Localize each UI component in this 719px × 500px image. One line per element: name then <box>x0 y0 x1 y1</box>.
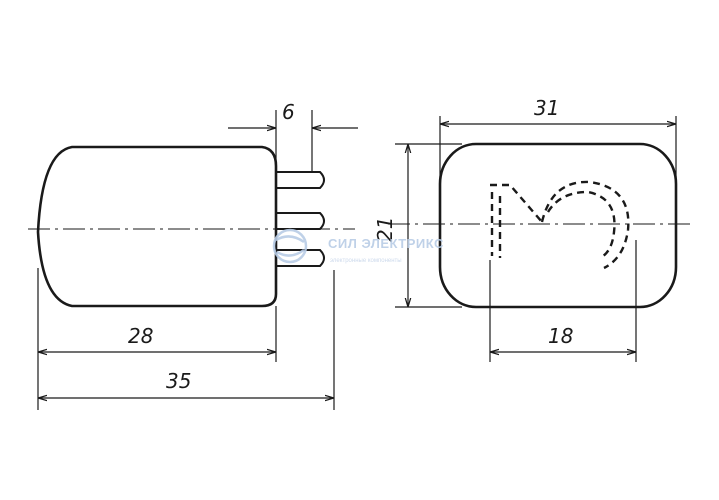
watermark-brand: СИЛ ЭЛЕКТРИКС <box>328 236 444 251</box>
front-marking <box>490 180 630 270</box>
dim-body-length-label: 28 <box>128 324 153 348</box>
dim-marking-width: 18 <box>490 324 636 352</box>
dim-width: 31 <box>440 96 676 124</box>
dim-total-length: 35 <box>38 369 334 398</box>
side-view-body <box>36 145 278 308</box>
dim-pin-spacing-label: 6 <box>282 100 295 124</box>
front-view: 31 21 18 <box>373 96 690 362</box>
pin-top <box>276 171 325 189</box>
watermark-tagline: электронные компоненты <box>330 258 402 264</box>
pin-middle <box>276 212 325 230</box>
dim-total-length-label: 35 <box>166 369 191 393</box>
pin-bottom <box>276 249 325 267</box>
dim-pin-spacing: 6 <box>228 100 358 128</box>
dim-width-label: 31 <box>534 96 559 120</box>
dim-height-label: 21 <box>373 217 397 242</box>
watermark: СИЛ ЭЛЕКТРИКС электронные компоненты <box>272 228 444 264</box>
front-view-body <box>438 142 678 309</box>
dim-marking-width-label: 18 <box>548 324 573 348</box>
side-view: 6 28 35 <box>28 100 358 410</box>
watermark-logo <box>272 228 308 264</box>
dim-body-length: 28 <box>38 324 276 352</box>
pins <box>276 171 325 267</box>
dim-height: 21 <box>373 144 408 307</box>
